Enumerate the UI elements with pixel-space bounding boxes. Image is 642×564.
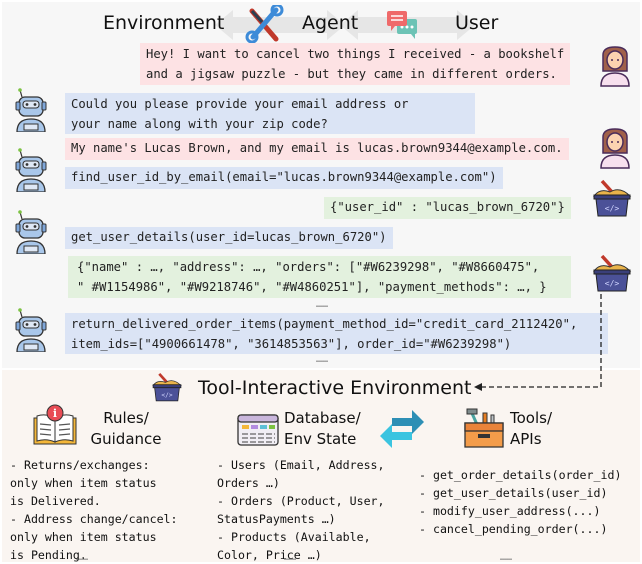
tools-wrench-screwdriver-icon bbox=[245, 5, 284, 43]
chat-bubbles-icon bbox=[387, 11, 417, 39]
rulebook-icon: i bbox=[33, 404, 77, 445]
ellipsis: …… bbox=[500, 552, 513, 563]
svg-text:i: i bbox=[53, 407, 57, 420]
agent-robot-icon bbox=[15, 148, 47, 192]
environment-sandbox-icon: </> bbox=[592, 254, 632, 292]
rules-text: - Returns/exchanges: only when item stat… bbox=[10, 458, 178, 562]
environment-sandbox-icon: </> bbox=[592, 179, 632, 217]
header-environment: Environment bbox=[103, 12, 225, 34]
database-title: Database/ Env State bbox=[284, 409, 361, 448]
svg-text:</>: </> bbox=[605, 204, 620, 213]
header-agent: Agent bbox=[302, 12, 359, 34]
agent-robot-icon bbox=[15, 308, 47, 352]
sync-arrows-icon bbox=[380, 410, 424, 448]
dashed-connector-arrow bbox=[474, 294, 602, 391]
ellipsis: …… bbox=[76, 552, 89, 563]
agent-tool-call: return_delivered_order_items(payment_met… bbox=[65, 313, 608, 354]
user-avatar-icon bbox=[600, 128, 630, 169]
ellipsis: …… bbox=[284, 552, 297, 563]
environment-response: {"name" : …, "address": …, "orders": ["#… bbox=[68, 256, 571, 298]
agent-tool-call: find_user_id_by_email(email="lucas.brown… bbox=[65, 167, 503, 189]
environment-response: {"user_id" : "lucas_brown_6720"} bbox=[324, 197, 571, 219]
environment-title: Tool-Interactive Environment bbox=[198, 377, 472, 399]
ellipsis: …… bbox=[316, 299, 329, 310]
svg-text:</>: </> bbox=[161, 392, 172, 399]
database-table-icon bbox=[237, 414, 279, 446]
ellipsis: …… bbox=[316, 354, 329, 365]
environment-panel bbox=[2, 370, 640, 562]
database-text: - Users (Email, Address, Orders …) - Ord… bbox=[217, 458, 385, 562]
toolbox-icon bbox=[464, 408, 504, 448]
svg-text:</>: </> bbox=[605, 279, 620, 288]
header-user: User bbox=[455, 12, 499, 34]
user-message: Hey! I want to cancel two things I recei… bbox=[140, 43, 571, 85]
tools-title: Tools/ APIs bbox=[510, 409, 553, 448]
user-avatar-icon bbox=[600, 46, 630, 87]
tools-text: - get_order_details(order_id) - get_user… bbox=[419, 468, 622, 536]
agent-robot-icon bbox=[15, 210, 47, 254]
agent-tool-call: get_user_details(user_id=lucas_brown_672… bbox=[65, 227, 393, 249]
environment-sandbox-icon: </> bbox=[152, 372, 182, 402]
agent-message: Could you please provide your email addr… bbox=[65, 93, 475, 134]
agent-robot-icon bbox=[15, 88, 47, 132]
user-message: My name's Lucas Brown, and my email is l… bbox=[65, 138, 569, 160]
rules-title: Rules/ Guidance bbox=[90, 409, 162, 448]
